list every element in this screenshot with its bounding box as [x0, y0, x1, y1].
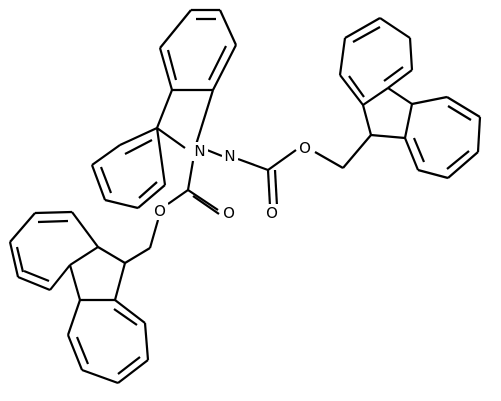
- atom-oxygen-carbonyl-1: O: [264, 204, 280, 222]
- carbonyl-oxygen-label-2: O: [223, 204, 235, 222]
- atom-nitrogen-1: N: [192, 142, 208, 160]
- fluorenyl-right: [338, 17, 482, 180]
- atom-oxygen-carbonyl-2: O: [221, 204, 237, 222]
- lower-benzo-ring: [90, 127, 167, 210]
- atom-oxygen-ester-1: O: [297, 139, 313, 157]
- fluorenyl-left: [8, 210, 150, 385]
- nitrogen-label-2: N: [224, 147, 235, 165]
- nitrogen-label-1: N: [194, 142, 205, 160]
- ester-oxygen-label-1: O: [299, 139, 311, 157]
- atom-nitrogen-2: N: [222, 147, 238, 165]
- ester-oxygen-label-2: O: [154, 202, 166, 220]
- upper-benzo-ring: [158, 8, 238, 92]
- atom-oxygen-ester-2: O: [152, 202, 168, 220]
- carbamate-left: [124, 160, 220, 264]
- carbonyl-oxygen-label-1: O: [266, 204, 278, 222]
- bridge-bonds: [155, 89, 215, 149]
- carbamate-right: [237, 134, 372, 207]
- n-n-bond: [206, 148, 223, 158]
